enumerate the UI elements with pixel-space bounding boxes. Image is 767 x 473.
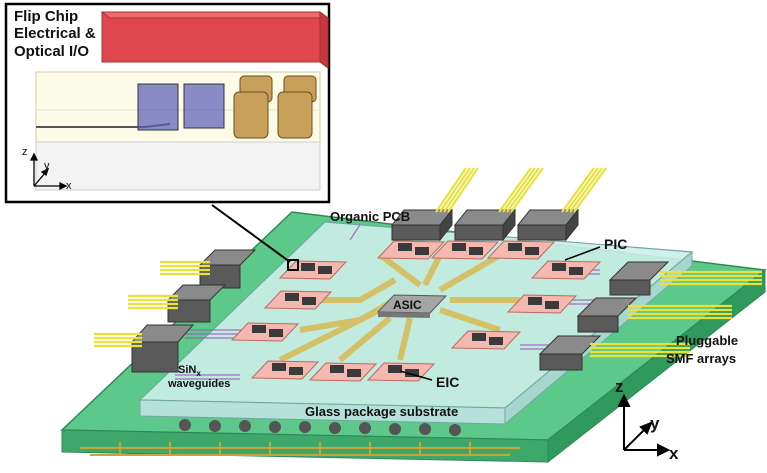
fiber-arrays [94,167,762,358]
left-connector [166,284,227,323]
pluggable-label-line1: Pluggable [676,333,739,348]
pic-chip [263,290,333,310]
top-connector [453,208,517,242]
main-axis-y: y [650,414,660,433]
top-connector [390,208,454,242]
right-connector [608,261,670,296]
organic-pcb-label: Organic PCB [330,209,411,224]
pcb-edge-traces [80,442,520,456]
pic-chip [486,240,556,260]
main-axis-z: z [615,377,624,396]
sinx-label-main: SiN [178,364,197,376]
main-axis-x: x [669,444,679,463]
pic-chips [230,240,602,382]
right-connector [538,335,602,371]
inset-axes [29,152,68,191]
pic-chip [530,260,602,280]
asic-label: ASIC [393,298,422,312]
inset-axis-z: z [22,146,28,158]
asic-chip [376,294,448,318]
pic-chip [250,360,320,380]
left-connector [130,324,195,373]
eic-leader [399,370,433,381]
connectors [130,208,670,373]
pic-chip [230,322,300,342]
pic-chip [450,330,522,350]
glass-substrate-label: Glass package substrate [305,404,459,419]
sinx-label: SiNx [178,364,201,378]
solder-balls [179,419,461,436]
callout-box [287,259,299,271]
inset-title: Flip Chip Electrical & Optical I/O [14,8,96,60]
right-connector [576,297,638,333]
inset-pillars [233,75,317,139]
pic-chip [278,260,348,280]
pic-leader [564,246,601,261]
main-axes [617,393,671,457]
pic-chip [308,362,378,382]
pic-chip [376,240,446,260]
pic-chip [506,294,578,314]
sinx-label-subscript: x [196,369,201,379]
inset-panel [4,2,331,204]
inset-couplers [137,83,225,131]
inset-axis-x: x [66,180,72,192]
pic-chip [430,240,500,260]
pluggable-label-line2: SMF arrays [666,351,737,366]
eic-label: EIC [436,374,460,390]
top-connector [516,208,580,242]
callout [211,204,299,271]
callout-leader [211,204,291,263]
waveguides-label: waveguides [168,378,231,390]
pic-label: PIC [604,236,628,252]
inset-axis-y: y [44,160,50,172]
